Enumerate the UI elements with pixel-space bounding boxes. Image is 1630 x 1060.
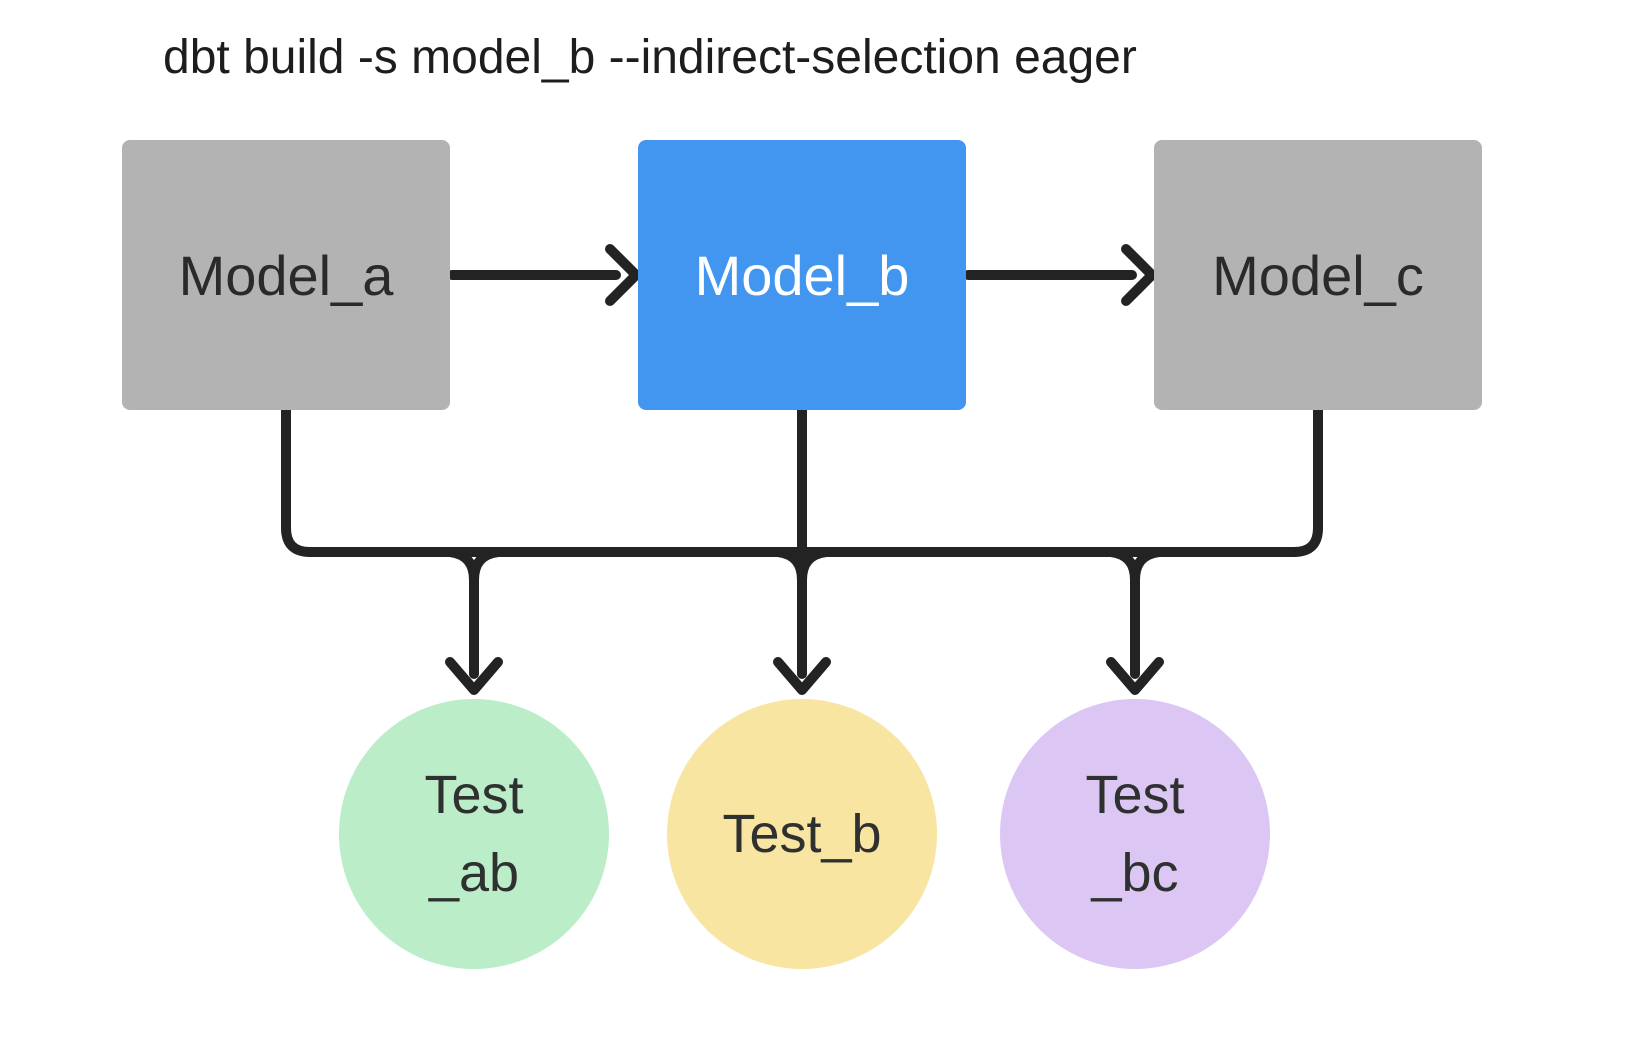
node-test-bc: Test _bc (1000, 699, 1270, 969)
edge-model-b-to-model-c (963, 244, 1157, 306)
command-title: dbt build -s model_b --indirect-selectio… (163, 31, 1137, 84)
edge-drop-test-b (773, 405, 831, 695)
edge-model-a-to-model-b (447, 244, 641, 306)
node-test-ab-label-line2: _ab (428, 843, 520, 903)
node-test-ab-label-line1: Test (424, 765, 524, 825)
node-model-c-label: Model_c (1212, 243, 1424, 307)
node-test-bc-label-line1: Test (1085, 765, 1185, 825)
node-model-a: Model_a (122, 140, 450, 410)
node-test-ab: Test _ab (339, 699, 609, 969)
edge-drop-test-bc (1106, 547, 1164, 695)
node-test-b-label: Test_b (722, 804, 882, 864)
node-test-b: Test_b (667, 699, 937, 969)
node-test-bc-label-line2: _bc (1091, 843, 1179, 903)
node-model-a-label: Model_a (178, 243, 394, 307)
node-model-c: Model_c (1154, 140, 1482, 410)
node-model-b-label: Model_b (694, 243, 910, 307)
edge-drop-test-ab (445, 547, 503, 695)
node-model-b: Model_b (638, 140, 966, 410)
